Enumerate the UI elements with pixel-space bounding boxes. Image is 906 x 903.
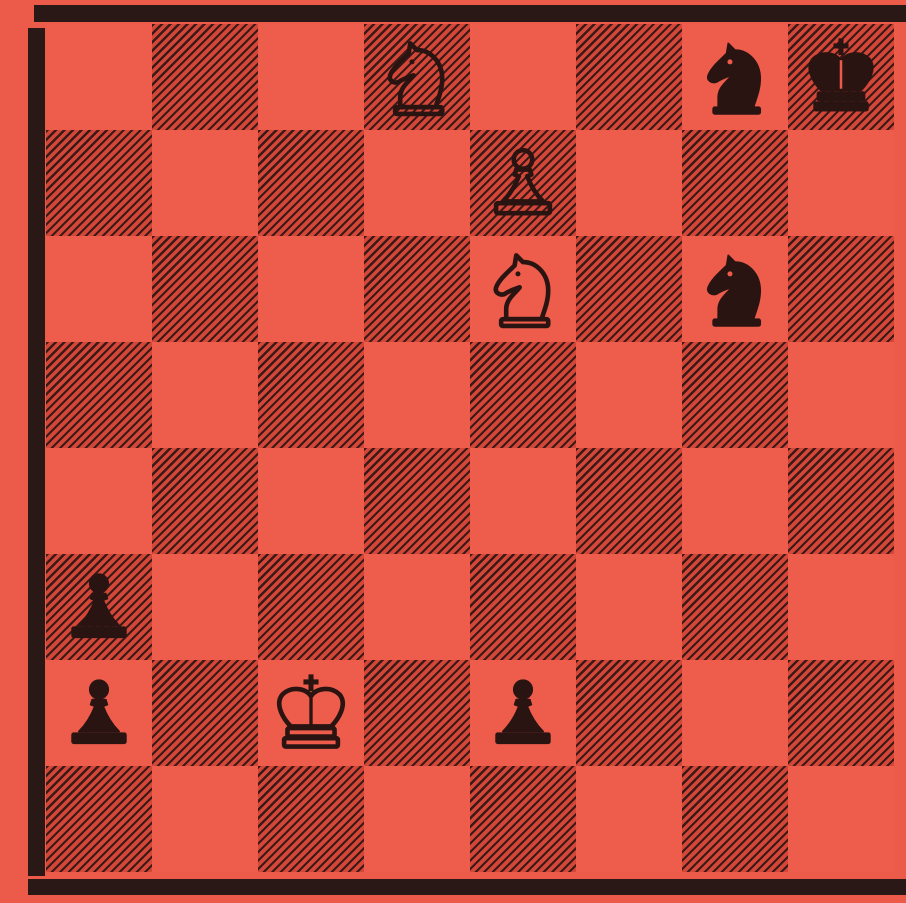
square-d5[interactable] [364,342,470,448]
square-c6[interactable] [258,236,364,342]
square-d6[interactable] [364,236,470,342]
square-d3[interactable] [364,554,470,660]
square-h5[interactable] [788,342,894,448]
white-knight-icon[interactable] [481,247,565,331]
square-g5[interactable] [682,342,788,448]
square-a6[interactable] [46,236,152,342]
square-c7[interactable] [258,130,364,236]
square-f6[interactable] [576,236,682,342]
square-g6[interactable] [682,236,788,342]
square-e1[interactable] [470,766,576,872]
board-frame-bottom [28,879,906,895]
square-g1[interactable] [682,766,788,872]
square-g7[interactable] [682,130,788,236]
square-c8[interactable] [258,24,364,130]
square-e4[interactable] [470,448,576,554]
square-a8[interactable] [46,24,152,130]
square-f3[interactable] [576,554,682,660]
square-a4[interactable] [46,448,152,554]
square-b8[interactable] [152,24,258,130]
square-e8[interactable] [470,24,576,130]
white-knight-icon[interactable] [375,35,459,119]
square-g3[interactable] [682,554,788,660]
black-knight-icon[interactable] [693,35,777,119]
square-a1[interactable] [46,766,152,872]
square-g4[interactable] [682,448,788,554]
square-a2[interactable] [46,660,152,766]
square-d7[interactable] [364,130,470,236]
board-frame-top [34,5,906,22]
square-c4[interactable] [258,448,364,554]
square-a5[interactable] [46,342,152,448]
square-b3[interactable] [152,554,258,660]
square-f1[interactable] [576,766,682,872]
square-d4[interactable] [364,448,470,554]
square-h7[interactable] [788,130,894,236]
black-pawn-icon[interactable] [57,671,141,755]
square-a3[interactable] [46,554,152,660]
white-pawn-icon[interactable] [481,141,565,225]
square-b5[interactable] [152,342,258,448]
square-e3[interactable] [470,554,576,660]
square-f7[interactable] [576,130,682,236]
square-e2[interactable] [470,660,576,766]
square-d2[interactable] [364,660,470,766]
black-king-icon[interactable] [799,35,883,119]
square-b4[interactable] [152,448,258,554]
black-pawn-icon[interactable] [481,671,565,755]
square-f8[interactable] [576,24,682,130]
square-h2[interactable] [788,660,894,766]
square-e5[interactable] [470,342,576,448]
square-f4[interactable] [576,448,682,554]
square-b6[interactable] [152,236,258,342]
square-c2[interactable] [258,660,364,766]
board-frame-left [28,28,45,876]
square-d8[interactable] [364,24,470,130]
square-g8[interactable] [682,24,788,130]
square-h3[interactable] [788,554,894,660]
square-f2[interactable] [576,660,682,766]
white-king-icon[interactable] [269,671,353,755]
square-h8[interactable] [788,24,894,130]
square-c1[interactable] [258,766,364,872]
square-e7[interactable] [470,130,576,236]
black-knight-icon[interactable] [693,247,777,331]
square-d1[interactable] [364,766,470,872]
chess-board [46,24,894,872]
square-b7[interactable] [152,130,258,236]
square-e6[interactable] [470,236,576,342]
square-h4[interactable] [788,448,894,554]
square-c5[interactable] [258,342,364,448]
square-b1[interactable] [152,766,258,872]
square-f5[interactable] [576,342,682,448]
square-h6[interactable] [788,236,894,342]
square-h1[interactable] [788,766,894,872]
square-b2[interactable] [152,660,258,766]
square-a7[interactable] [46,130,152,236]
black-pawn-icon[interactable] [57,565,141,649]
square-c3[interactable] [258,554,364,660]
square-g2[interactable] [682,660,788,766]
